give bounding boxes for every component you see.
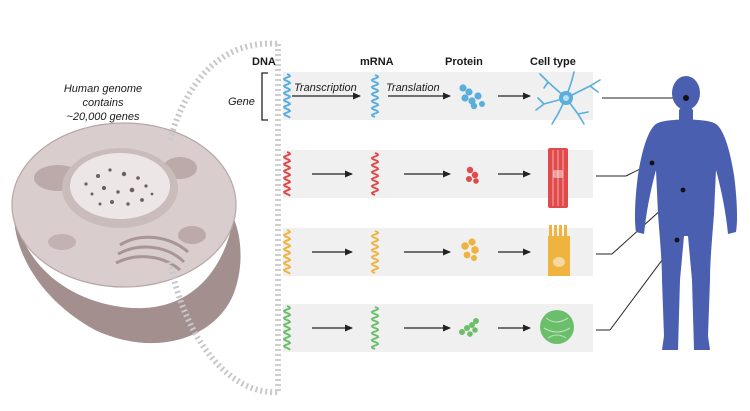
header-protein: Protein bbox=[445, 56, 483, 68]
connector-dot bbox=[680, 187, 686, 193]
connector-dot bbox=[649, 160, 655, 166]
gene-label: Gene bbox=[228, 96, 255, 108]
protein-shape bbox=[466, 166, 479, 184]
neuron-cell bbox=[535, 71, 601, 125]
translation-label: Translation bbox=[386, 82, 440, 94]
mrna-strand bbox=[370, 306, 380, 350]
protein-shape bbox=[461, 238, 479, 261]
transcription-label: Transcription bbox=[294, 82, 357, 94]
mrna-strand bbox=[370, 230, 380, 274]
human-body-silhouette bbox=[634, 76, 738, 350]
header-cell-type: Cell type bbox=[530, 56, 576, 68]
genome-label-line: ~20,000 genes bbox=[66, 111, 140, 123]
header-mrna: mRNA bbox=[360, 56, 394, 68]
genome-label: Human genome contains ~20,000 genes bbox=[55, 82, 151, 124]
mrna-strand bbox=[370, 74, 380, 118]
connector-dot bbox=[674, 237, 680, 243]
gene-segment bbox=[282, 305, 292, 351]
gene-segment bbox=[282, 229, 292, 275]
mrna-strand bbox=[370, 152, 380, 196]
gene-segment bbox=[282, 73, 292, 119]
muscle-cell bbox=[548, 148, 568, 208]
dna-loop bbox=[167, 40, 279, 396]
organelle bbox=[48, 234, 76, 250]
epithelial-cell bbox=[548, 225, 570, 276]
header-dna: DNA bbox=[252, 56, 276, 68]
gene-segment bbox=[282, 151, 292, 197]
organelle bbox=[178, 226, 206, 244]
cell-illustration bbox=[11, 122, 241, 344]
genome-label-line: Human genome bbox=[63, 83, 143, 95]
connector-dot bbox=[683, 95, 689, 101]
round-cell bbox=[540, 310, 574, 344]
gene-bracket bbox=[261, 72, 268, 121]
protein-shape bbox=[459, 318, 479, 337]
protein-shape bbox=[459, 84, 485, 110]
endoplasmic-reticulum bbox=[115, 235, 189, 272]
genome-label-line: contains bbox=[82, 97, 124, 109]
chromatin bbox=[84, 168, 154, 206]
